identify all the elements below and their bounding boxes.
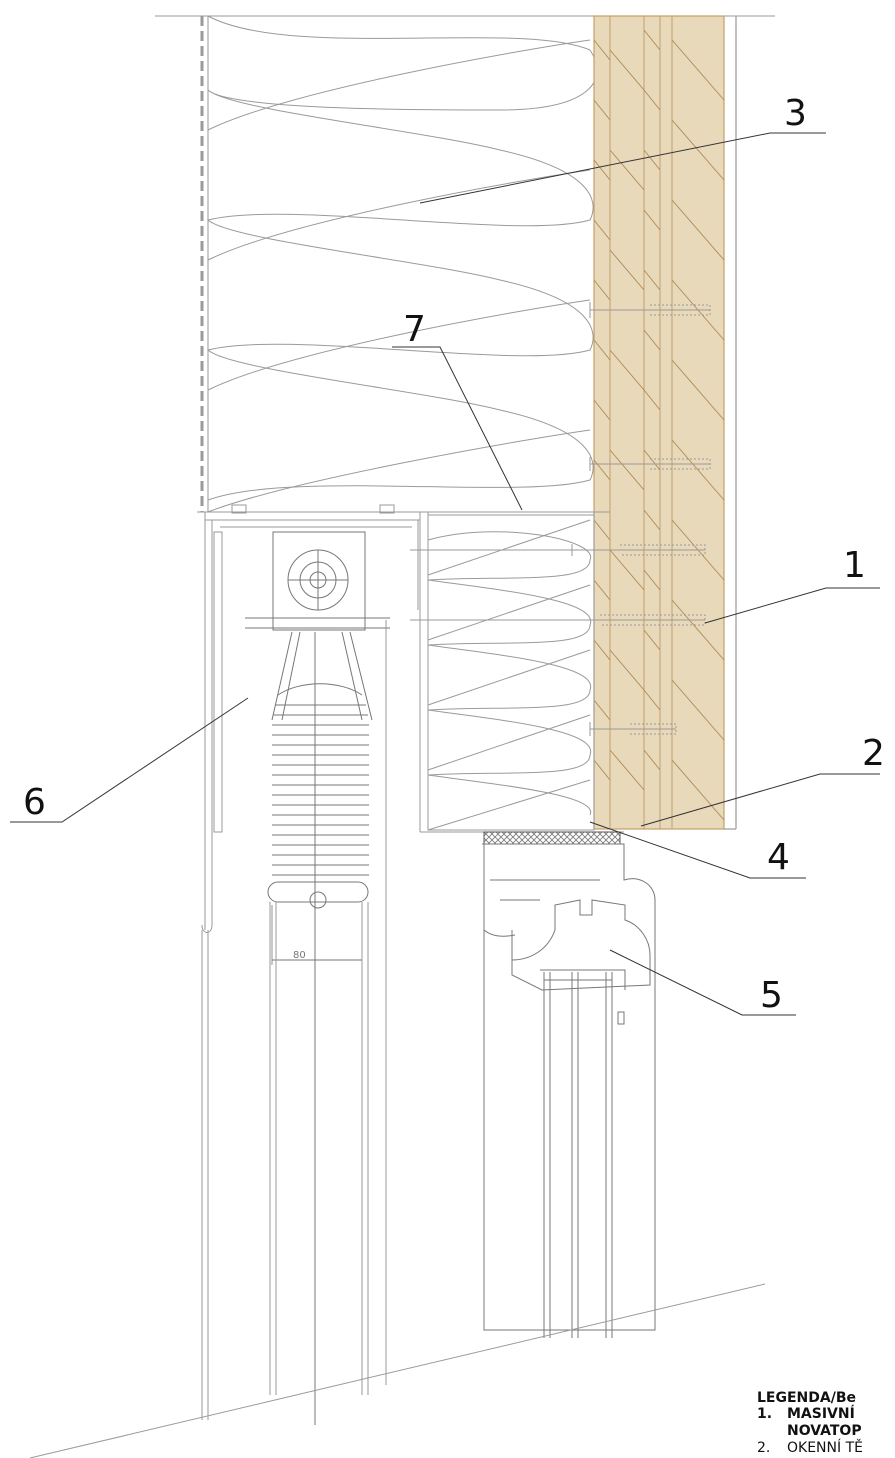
callout-7: 7 (403, 309, 426, 350)
legend-item-1-cont: NOVATOP (787, 1423, 862, 1439)
callout-1: 1 (843, 545, 866, 586)
legend-title: LEGENDA/Be (757, 1390, 856, 1406)
clt-panel (593, 15, 725, 830)
insulation-lower (427, 511, 595, 831)
slat-stack (267, 683, 369, 909)
cut-lines (29, 1283, 766, 1458)
callout-3: 3 (784, 93, 807, 134)
window-frame (482, 843, 656, 1338)
callout-leaders (10, 132, 880, 1016)
callout-5: 5 (760, 975, 783, 1016)
callout-4: 4 (767, 837, 790, 878)
legend: LEGENDA/Be 1.MASIVNÍ NOVATOP 2.OKENNÍ TĚ (757, 1390, 895, 1458)
callout-2: 2 (862, 733, 885, 774)
legend-item-2: 2.OKENNÍ TĚ (757, 1440, 863, 1456)
legend-item-1: 1.MASIVNÍ (757, 1406, 855, 1422)
tilt-arms (271, 631, 373, 1425)
insulation-upper (206, 15, 598, 513)
callout-6: 6 (23, 782, 46, 823)
screws (410, 302, 711, 736)
guide-rails (201, 620, 387, 1420)
shutter-box (197, 504, 610, 933)
dimension-label: 80 (293, 950, 306, 961)
sealing-tape (483, 831, 621, 845)
motor-bracket (245, 531, 390, 631)
dimension-80: 80 (271, 905, 363, 965)
